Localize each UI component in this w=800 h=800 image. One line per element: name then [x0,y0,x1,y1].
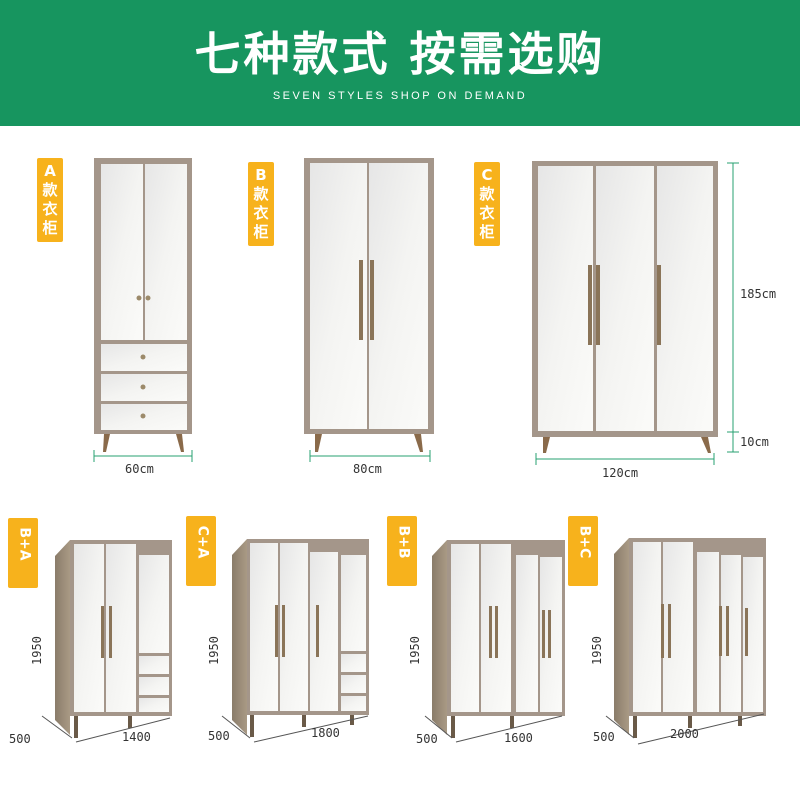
combo-b-plus-b [424,540,565,743]
height-label-b-c: 1950 [590,636,604,665]
leg-label-c: 10cm [740,435,769,449]
depth-label-b-b: 500 [416,732,438,746]
tag-char: 衣 [42,200,58,218]
page-subtitle: SEVEN STYLES SHOP ON DEMAND [272,90,528,102]
wardrobe-c [532,161,739,465]
width-label-b-a: 1400 [122,730,151,744]
tag-combo-b-a: B+A [8,518,38,588]
combo-b-plus-a [41,540,172,743]
depth-label-b-a: 500 [9,732,31,746]
tag-char: 柜 [253,223,269,241]
page-title: 七种款式 按需选购 [194,27,606,81]
width-label-b-c: 2000 [670,727,699,741]
tag-char: 衣 [479,204,495,222]
width-label-a: 60cm [125,462,154,476]
tag-char: 柜 [479,223,495,241]
tag-char: 款 [42,181,58,199]
tag-char: 款 [253,185,269,203]
combo-b-plus-c [605,538,766,745]
depth-label-b-c: 500 [593,730,615,744]
tag-combo-label: B+A [16,527,33,561]
width-label-b: 80cm [353,462,382,476]
tag-combo-b-b: B+B [387,516,417,586]
tag-letter: A [44,162,56,180]
depth-label-c-a: 500 [208,729,230,743]
tag-combo-c-a: C+A [186,516,216,586]
header-banner: 七种款式 按需选购 SEVEN STYLES SHOP ON DEMAND [0,0,800,126]
wardrobe-b [304,158,434,462]
tag-letter: B [255,166,267,184]
width-label-c-a: 1800 [311,726,340,740]
height-label-c-a: 1950 [207,636,221,665]
tag-char: 衣 [253,204,269,222]
tag-combo-label: B+B [395,525,412,559]
tag-char: 柜 [42,219,58,237]
tag-wardrobe-c: C 款 衣 柜 [474,162,500,246]
tag-wardrobe-a: A 款 衣 柜 [37,158,63,242]
tag-combo-b-c: B+C [568,516,598,586]
tag-wardrobe-b: B 款 衣 柜 [248,162,274,246]
height-label-c: 185cm [740,287,777,301]
width-label-b-b: 1600 [504,731,533,745]
tag-letter: C [481,166,493,184]
wardrobe-a [93,158,193,462]
tag-char: 款 [479,185,495,203]
height-label-b-b: 1950 [408,636,422,665]
tag-combo-label: C+A [194,525,211,559]
width-label-c: 120cm [602,466,639,480]
combo-c-plus-a [221,539,369,743]
height-label-b-a: 1950 [30,636,44,665]
tag-combo-label: B+C [576,525,593,559]
